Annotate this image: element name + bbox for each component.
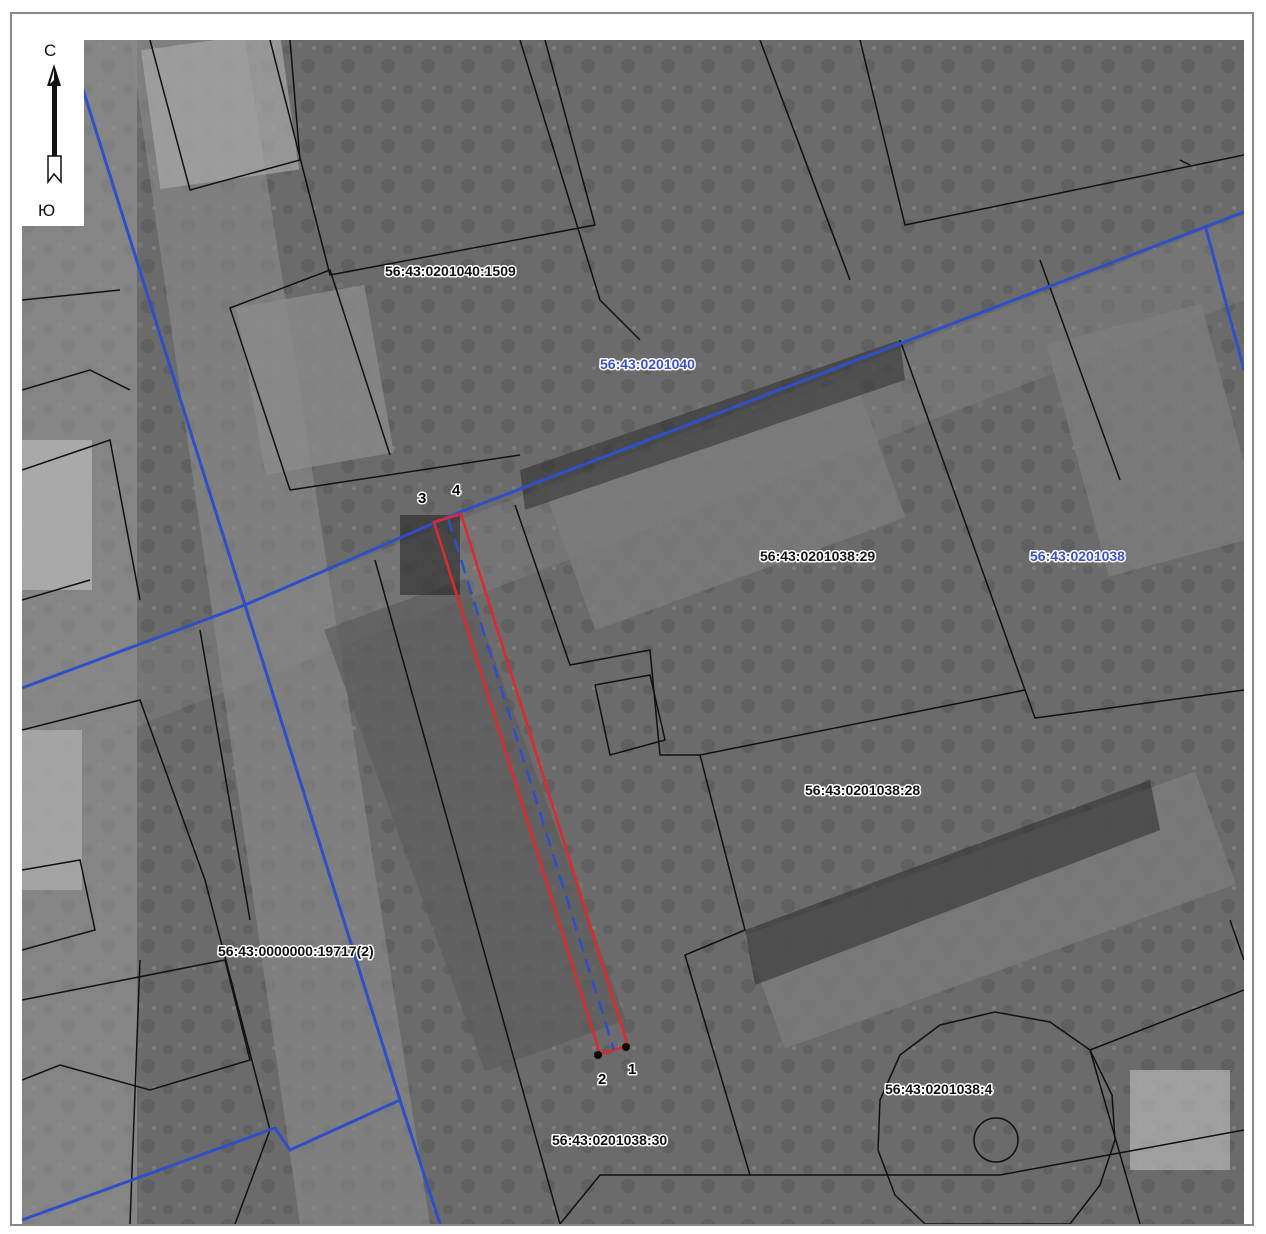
point-4-label: 4 (452, 482, 461, 499)
parcel-label-0201040-1509[interactable]: 56:43:0201040:1509 (384, 262, 518, 281)
point-2-label: 2 (598, 1071, 606, 1088)
parcel-label-0201038-30[interactable]: 56:43:0201038:30 (551, 1131, 669, 1150)
quarter-label-0201040[interactable]: 56:43:0201040 (599, 355, 697, 374)
arrow-icon (47, 64, 62, 185)
quarter-label-0201038[interactable]: 56:43:0201038 (1029, 547, 1127, 566)
point-2-marker[interactable] (594, 1051, 602, 1059)
quarter-labels: 56:43:0201040 56:43:0201038 (599, 355, 1127, 566)
parcel-label-0201038-29[interactable]: 56:43:0201038:29 (759, 547, 877, 566)
point-1-marker[interactable] (622, 1043, 630, 1051)
north-arrow: С Ю (22, 28, 84, 226)
parcel-label-0000000-19717[interactable]: 56:43:0000000:19717(2) (217, 942, 376, 961)
south-letter: Ю (38, 201, 55, 220)
parcel-labels: 56:43:0201040:1509 56:43:0201038:29 56:4… (217, 262, 995, 1150)
aerial-imagery (22, 40, 1244, 1224)
north-letter: С (44, 41, 56, 60)
parcel-label-0201038-4[interactable]: 56:43:0201038:4 (884, 1080, 995, 1099)
quarter-boundaries (22, 79, 1244, 1224)
parcel-label-0201038-28[interactable]: 56:43:0201038:28 (804, 781, 922, 800)
boundary-points: 1 2 3 4 (417, 481, 638, 1090)
point-1-label: 1 (628, 1061, 636, 1078)
point-3-label: 3 (418, 490, 426, 507)
parcel-boundaries (22, 40, 1244, 1224)
